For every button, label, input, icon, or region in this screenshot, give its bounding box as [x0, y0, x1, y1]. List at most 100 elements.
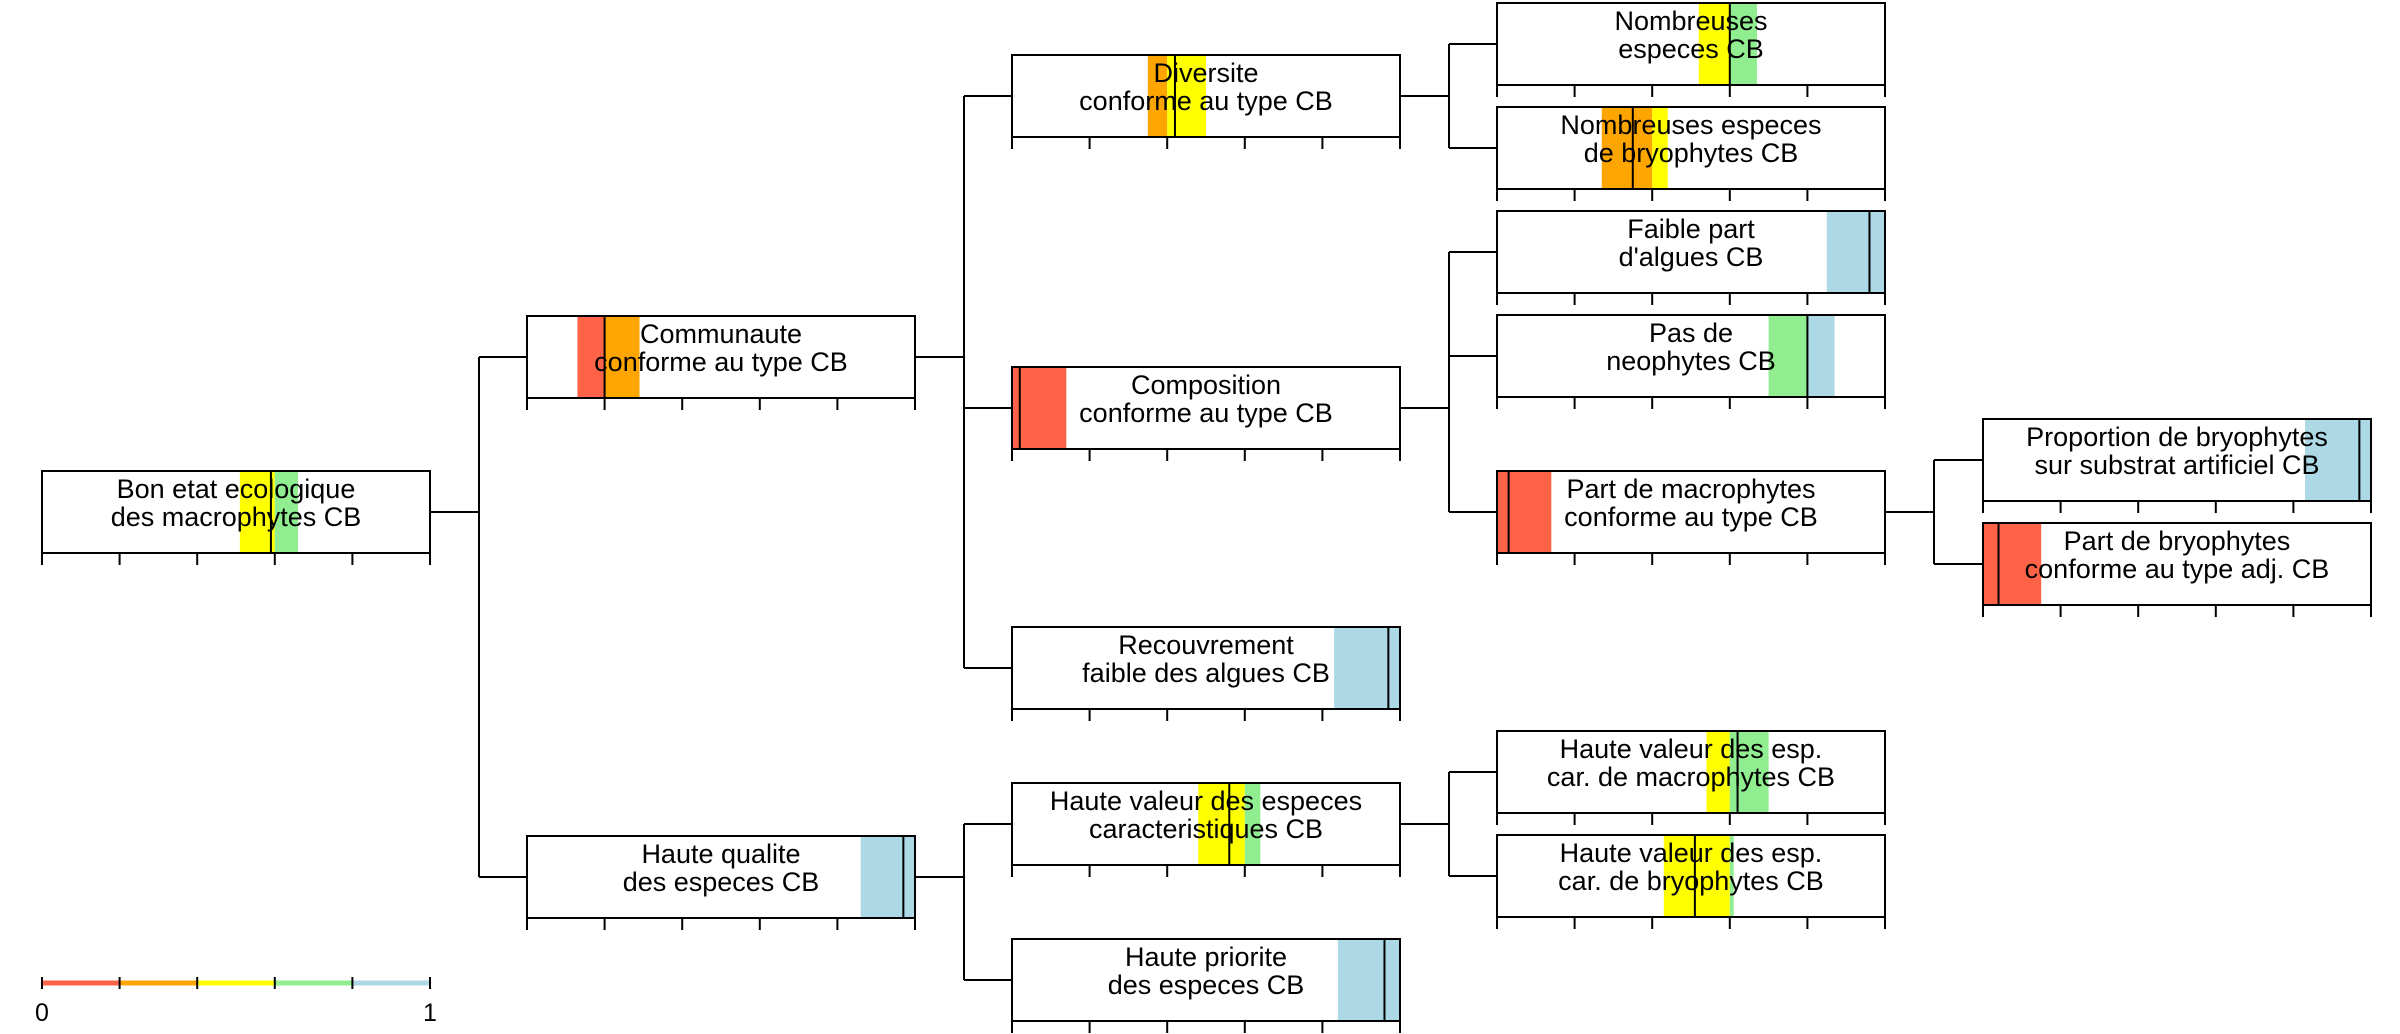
- node-label-line: Haute priorite: [1125, 942, 1287, 972]
- node-box-outline: [1011, 938, 1401, 1022]
- node-label-line: conforme au type CB: [594, 347, 848, 377]
- node-label-line: de bryophytes CB: [1584, 138, 1799, 168]
- node-label-line: car. de macrophytes CB: [1547, 762, 1835, 792]
- node-label-line: faible des algues CB: [1082, 658, 1330, 688]
- node-label-line: Part de bryophytes: [2064, 526, 2291, 556]
- node-label-line: Recouvrement: [1118, 630, 1294, 660]
- node-band-segment: [1768, 315, 1808, 397]
- node-val-macro: Haute valeur des esp.car. de macrophytes…: [1496, 730, 1886, 825]
- node-box-outline: [41, 470, 431, 554]
- node-box-outline: [1011, 626, 1401, 710]
- node-val-bryo: Haute valeur des esp.car. de bryophytes …: [1496, 834, 1886, 929]
- node-label-line: Haute valeur des esp.: [1560, 734, 1823, 764]
- node-label-line: Proportion de bryophytes: [2026, 422, 2328, 452]
- node-box-outline: [1011, 54, 1401, 138]
- node-label-line: especes CB: [1618, 34, 1764, 64]
- connector-lines: [430, 43, 1983, 981]
- node-band-segment: [577, 316, 605, 398]
- node-label-line: Part de macrophytes: [1566, 474, 1815, 504]
- connector-root: [430, 356, 527, 878]
- node-band-segment: [1826, 211, 1885, 293]
- node-label-line: Haute valeur des especes: [1050, 786, 1362, 816]
- node-box-outline: [526, 315, 916, 399]
- node-label-line: car. de bryophytes CB: [1558, 866, 1824, 896]
- node-label-line: Pas de: [1649, 318, 1733, 348]
- node-band-segment: [1706, 731, 1730, 813]
- node-label-line: neophytes CB: [1606, 346, 1776, 376]
- node-band-segment: [1147, 55, 1168, 137]
- node-box-outline: [1496, 834, 1886, 918]
- node-band-segment: [274, 471, 299, 553]
- node-box-outline: [1496, 106, 1886, 190]
- node-valeur: Haute valeur des especescaracteristiques…: [1011, 782, 1401, 877]
- connector-qualite: [915, 823, 1012, 981]
- node-box-outline: [1011, 782, 1401, 866]
- node-label-line: Haute qualite: [641, 839, 800, 869]
- node-band-segment: [1012, 367, 1067, 449]
- node-label-line: conforme au type CB: [1079, 86, 1333, 116]
- node-band-segment: [1337, 939, 1400, 1021]
- connector-communaute: [915, 95, 1012, 669]
- node-band-segment: [1698, 3, 1730, 85]
- node-box-outline: [526, 835, 916, 919]
- node-label-line: Nombreuses especes: [1560, 110, 1821, 140]
- node-box-outline: [1982, 418, 2372, 502]
- node-band-segment: [860, 836, 915, 918]
- node-label-line: caracteristiques CB: [1089, 814, 1323, 844]
- node-label-line: Faible part: [1627, 214, 1755, 244]
- node-band-segment: [1663, 835, 1730, 917]
- node-band-segment: [1729, 3, 1757, 85]
- connector-diversite: [1400, 43, 1497, 149]
- node-label-line: conforme au type adj. CB: [2025, 554, 2330, 584]
- node-label-line: sur substrat artificiel CB: [2034, 450, 2319, 480]
- node-label-line: Composition: [1131, 370, 1281, 400]
- node-band-segment: [1652, 107, 1668, 189]
- connector-macrophytes: [1885, 459, 1983, 565]
- node-label-line: Haute valeur des esp.: [1560, 838, 1823, 868]
- node-band-segment: [1334, 627, 1400, 709]
- node-band-segment: [1729, 835, 1734, 917]
- node-label-line: Diversite: [1153, 58, 1258, 88]
- node-box-outline: [1496, 470, 1886, 554]
- legend-max-label: 1: [423, 999, 437, 1027]
- node-box-outline: [1011, 366, 1401, 450]
- node-band-segment: [1807, 315, 1835, 397]
- node-label-line: Nombreuses: [1614, 6, 1767, 36]
- node-box-outline: [1496, 2, 1886, 86]
- node-band-segment: [1167, 55, 1206, 137]
- connector-valeur: [1400, 771, 1497, 877]
- node-band-segment: [1983, 523, 2042, 605]
- node-label-line: conforme au type CB: [1079, 398, 1333, 428]
- node-box-outline: [1496, 730, 1886, 814]
- node-box-outline: [1496, 314, 1886, 398]
- node-label-line: d'algues CB: [1619, 242, 1764, 272]
- node-label-line: des macrophytes CB: [111, 502, 362, 532]
- node-band-segment: [1497, 471, 1552, 553]
- connector-composition: [1400, 251, 1497, 513]
- node-band-segment: [239, 471, 275, 553]
- node-label-line: des especes CB: [623, 867, 820, 897]
- legend-min-label: 0: [35, 999, 49, 1027]
- node-label-line: des especes CB: [1108, 970, 1305, 1000]
- node-band-segment: [604, 316, 640, 398]
- node-box-outline: [1496, 210, 1886, 294]
- node-box-outline: [1982, 522, 2372, 606]
- node-band-segment: [1244, 783, 1261, 865]
- node-band-segment: [1198, 783, 1245, 865]
